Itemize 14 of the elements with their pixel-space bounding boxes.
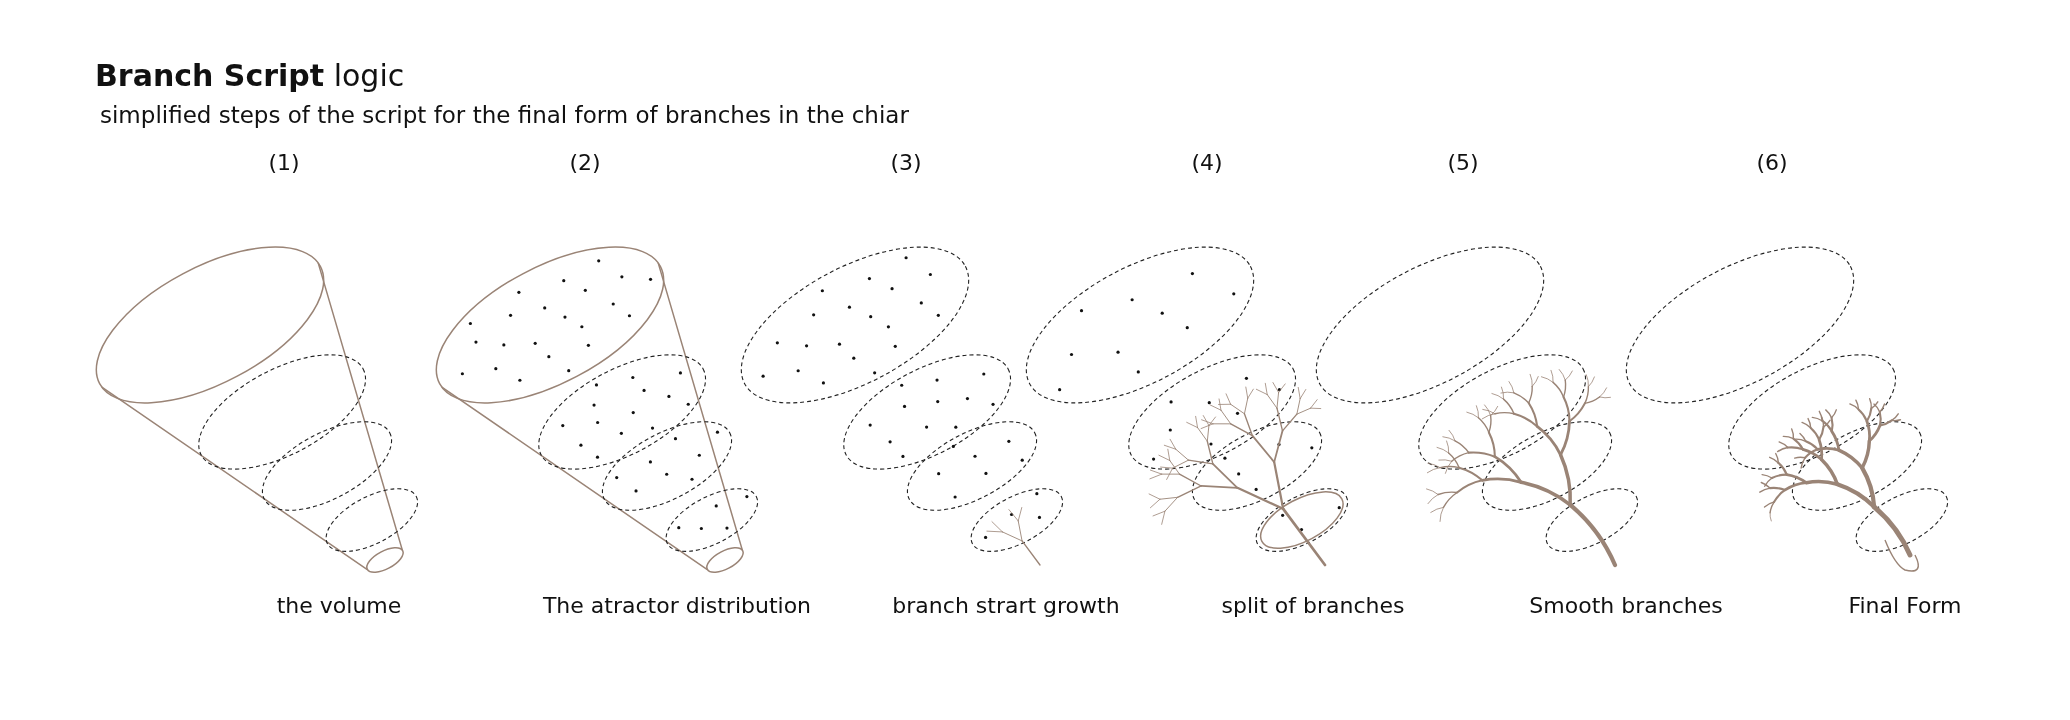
step-caption: The atractor distribution <box>542 593 812 618</box>
subtitle: simplified steps of the script for the final form of branches in the chiar <box>100 102 909 128</box>
step-number: (1) <box>268 150 300 175</box>
step-caption: Smooth branches <box>1529 593 1723 618</box>
step-caption: branch strart growth <box>892 593 1120 618</box>
step-caption: split of branches <box>1221 593 1405 618</box>
diagram-title: Branch Script logic <box>95 58 405 93</box>
step-number: (2) <box>569 150 601 175</box>
step-number: (4) <box>1191 150 1223 175</box>
step-number: (3) <box>890 150 922 175</box>
step-caption: the volume <box>276 593 402 618</box>
step-number: (5) <box>1447 150 1479 175</box>
step-number: (6) <box>1756 150 1788 175</box>
step-caption: Final Form <box>1848 593 1962 618</box>
